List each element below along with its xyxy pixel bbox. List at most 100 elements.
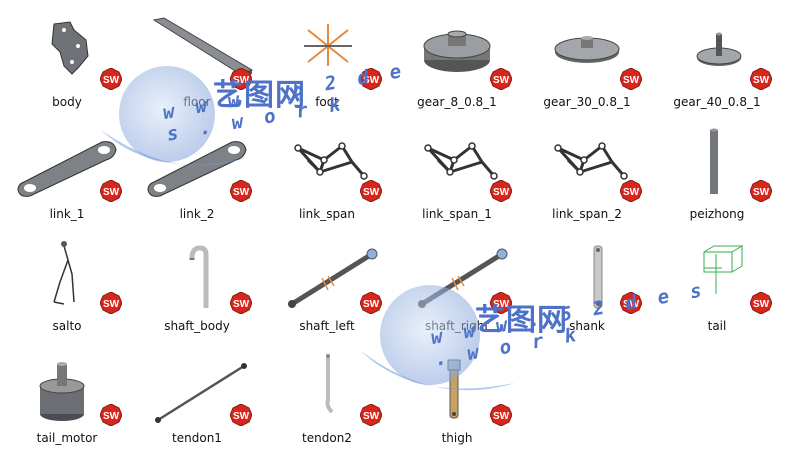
solidworks-badge-icon: SW <box>489 67 513 91</box>
solidworks-badge-icon: SW <box>99 67 123 91</box>
file-name-label: link_2 <box>179 207 215 221</box>
svg-text:SW: SW <box>493 75 510 86</box>
file-item-foot[interactable]: SW foot <box>262 0 392 112</box>
file-item-shaft-left[interactable]: SW shaft_left <box>262 224 392 336</box>
link-span-icon <box>392 112 522 212</box>
file-item-floor[interactable]: SW floor <box>132 0 262 112</box>
solidworks-badge-icon: SW <box>229 179 253 203</box>
gear-pin-icon <box>652 0 782 100</box>
shaft-diagonal-icon <box>262 224 392 324</box>
solidworks-badge-icon: SW <box>619 179 643 203</box>
file-name-label: tendon2 <box>302 431 352 445</box>
file-name-label: tendon1 <box>172 431 222 445</box>
solidworks-badge-icon: SW <box>749 67 773 91</box>
solidworks-badge-icon: SW <box>359 179 383 203</box>
shaft-body-icon <box>132 224 262 324</box>
svg-text:SW: SW <box>363 411 380 422</box>
gear-wide-icon <box>522 0 652 100</box>
file-name-label: link_span <box>298 207 356 221</box>
file-name-label: link_span_1 <box>422 207 492 221</box>
file-item-tail-motor[interactable]: SW tail_motor <box>2 336 132 448</box>
solidworks-badge-icon: SW <box>489 179 513 203</box>
svg-text:SW: SW <box>233 187 250 198</box>
solidworks-badge-icon: SW <box>229 291 253 315</box>
file-name-label: peizhong <box>689 207 745 221</box>
solidworks-badge-icon: SW <box>359 403 383 427</box>
svg-text:SW: SW <box>753 187 770 198</box>
file-name-label: tail <box>707 319 727 333</box>
solidworks-badge-icon: SW <box>99 179 123 203</box>
solidworks-badge-icon: SW <box>229 403 253 427</box>
motor-cylinder-icon <box>2 336 132 436</box>
file-name-label: gear_40_0.8_1 <box>673 95 761 109</box>
svg-text:SW: SW <box>623 187 640 198</box>
file-name-label: floor <box>183 95 211 109</box>
svg-text:SW: SW <box>363 299 380 310</box>
solidworks-badge-icon: SW <box>359 291 383 315</box>
file-item-gear-30-0-8-1[interactable]: SW gear_30_0.8_1 <box>522 0 652 112</box>
solidworks-badge-icon: SW <box>619 67 643 91</box>
solidworks-badge-icon: SW <box>489 403 513 427</box>
file-item-tendon2[interactable]: SW tendon2 <box>262 336 392 448</box>
tendon-vertical-icon <box>262 336 392 436</box>
file-item-tendon1[interactable]: SW tendon1 <box>132 336 262 448</box>
rod-icon <box>652 112 782 212</box>
svg-text:SW: SW <box>493 411 510 422</box>
file-name-label: foot <box>315 95 339 109</box>
body-plate-icon <box>2 0 132 100</box>
svg-text:SW: SW <box>233 299 250 310</box>
link-span-icon <box>522 112 652 212</box>
solidworks-badge-icon: SW <box>229 67 253 91</box>
solidworks-badge-icon: SW <box>749 291 773 315</box>
foot-part-icon <box>262 0 392 100</box>
file-name-label: gear_30_0.8_1 <box>543 95 631 109</box>
svg-text:SW: SW <box>753 299 770 310</box>
solidworks-badge-icon: SW <box>749 179 773 203</box>
link-span-icon <box>262 112 392 212</box>
file-item-body[interactable]: SW body <box>2 0 132 112</box>
file-name-label: shank <box>569 319 605 333</box>
svg-text:SW: SW <box>233 411 250 422</box>
svg-text:SW: SW <box>623 299 640 310</box>
file-name-label: body <box>52 95 82 109</box>
svg-text:SW: SW <box>623 75 640 86</box>
solidworks-badge-icon: SW <box>99 291 123 315</box>
file-item-shank[interactable]: SW shank <box>522 224 652 336</box>
svg-text:SW: SW <box>493 299 510 310</box>
svg-text:SW: SW <box>363 75 380 86</box>
file-name-label: link_span_2 <box>552 207 622 221</box>
svg-text:SW: SW <box>103 75 120 86</box>
tail-wireframe-icon <box>652 224 782 324</box>
file-item-link-2[interactable]: SW link_2 <box>132 112 262 224</box>
solidworks-badge-icon: SW <box>359 67 383 91</box>
svg-text:SW: SW <box>363 187 380 198</box>
solidworks-badge-icon: SW <box>619 291 643 315</box>
solidworks-badge-icon: SW <box>489 291 513 315</box>
file-item-link-span[interactable]: SW link_span <box>262 112 392 224</box>
file-name-label: shaft_right <box>424 319 490 333</box>
svg-text:SW: SW <box>103 411 120 422</box>
file-item-gear-40-0-8-1[interactable]: SW gear_40_0.8_1 <box>652 0 782 112</box>
svg-text:SW: SW <box>233 75 250 86</box>
svg-text:SW: SW <box>493 187 510 198</box>
file-item-tail[interactable]: SW tail <box>652 224 782 336</box>
svg-text:SW: SW <box>753 75 770 86</box>
tendon-diagonal-icon <box>132 336 262 436</box>
file-name-label: shaft_left <box>299 319 355 333</box>
svg-text:SW: SW <box>103 187 120 198</box>
file-name-label: tail_motor <box>36 431 98 445</box>
shank-icon <box>522 224 652 324</box>
svg-text:SW: SW <box>103 299 120 310</box>
gear-large-hub-icon <box>392 0 522 100</box>
file-item-peizhong[interactable]: SW peizhong <box>652 112 782 224</box>
salto-assembly-icon <box>2 224 132 324</box>
